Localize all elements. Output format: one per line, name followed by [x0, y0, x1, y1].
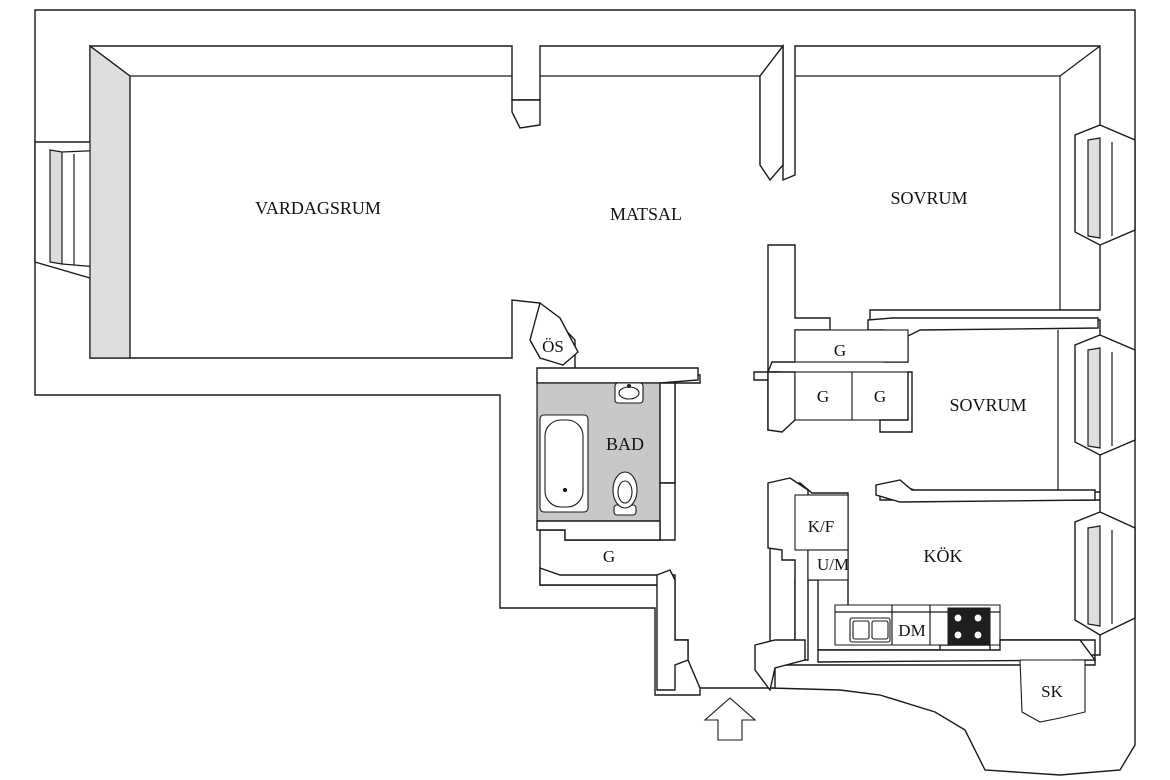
- fridge-freezer: [794, 494, 849, 551]
- room-label-matsal: MATSAL: [610, 204, 682, 224]
- label-um: U/M: [817, 555, 849, 574]
- window-left-glass: [49, 149, 63, 265]
- room-label-kok: KÖK: [924, 546, 963, 566]
- wardrobe-g-top: [794, 329, 909, 363]
- wall-hall-left-lower: [767, 371, 796, 433]
- fireplace: [529, 301, 579, 366]
- wardrobe-sk: [1019, 659, 1086, 723]
- label-g-bath: G: [603, 547, 615, 566]
- window-right-top: [1074, 124, 1136, 246]
- corridor-wall-left: [656, 569, 689, 691]
- window-right-bottom: [1074, 511, 1136, 636]
- kitchen-wall-bottom: [817, 639, 1097, 663]
- bath-wall-top: [536, 367, 699, 384]
- stove: [947, 607, 991, 645]
- window-right-middle: [1074, 334, 1136, 456]
- room-label-vardagsrum: VARDAGSRUM: [255, 198, 381, 218]
- entrance-arrow-icon: [703, 697, 757, 741]
- wall-sovrum-kok: [875, 479, 1096, 503]
- room-label-sovrum-2: SOVRUM: [949, 395, 1026, 415]
- room-label-bad: BAD: [606, 434, 644, 454]
- pillar-matsal-sovrum: [759, 43, 784, 182]
- corridor-wall-right: [754, 639, 806, 692]
- label-os: ÖS: [542, 337, 564, 356]
- bath-wall-bottom: [536, 520, 661, 541]
- wardrobe-g-right: [851, 371, 909, 421]
- label-g-hall-left: G: [817, 387, 829, 406]
- vardagsrum-wall-reveal: [89, 44, 131, 359]
- room-label-sovrum-1: SOVRUM: [890, 188, 967, 208]
- cupboard-g-bath: [539, 567, 661, 586]
- label-kf: K/F: [808, 517, 834, 536]
- label-dm: DM: [898, 621, 925, 640]
- oven-microwave: [807, 549, 849, 581]
- label-g-hall-right: G: [874, 387, 886, 406]
- bath-wall-right: [659, 382, 676, 484]
- bath-wall-right-lower: [659, 482, 676, 541]
- label-sk: SK: [1041, 682, 1063, 701]
- label-g-hall-top: G: [834, 341, 846, 360]
- pillar-top: [511, 99, 541, 129]
